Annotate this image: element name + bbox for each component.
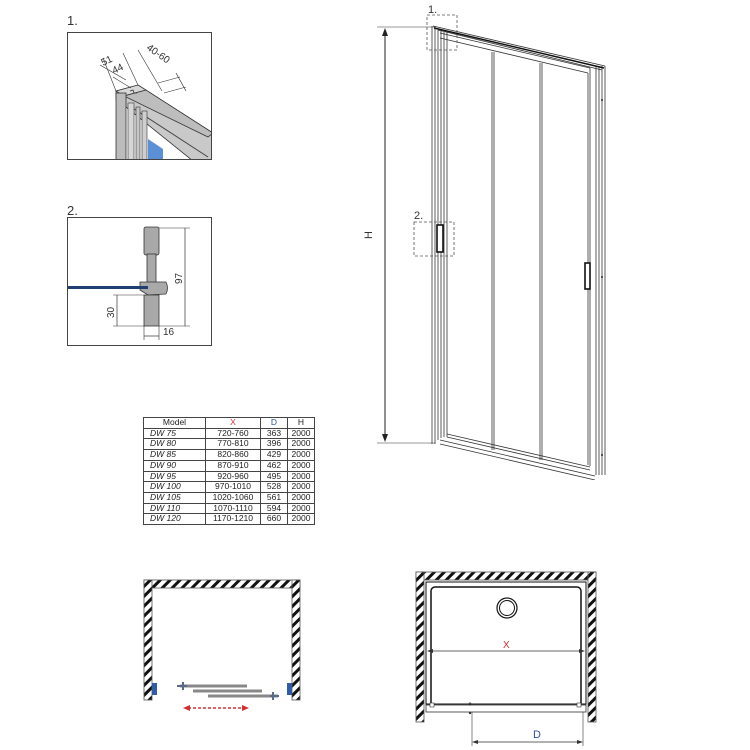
col-model: Model: [143, 417, 206, 429]
detail-2-box: 97 30 16: [67, 217, 212, 346]
callout-1-label: 1.: [428, 4, 437, 16]
dim-51: 51: [100, 54, 115, 69]
left-handle: [436, 224, 444, 253]
col-h: H: [287, 417, 315, 429]
plan-d-label: D: [533, 729, 541, 741]
sliding-schematic-drawing: [143, 579, 301, 711]
detail-2-drawing: 97 30 16: [68, 226, 190, 340]
height-label: H: [363, 231, 375, 239]
callout-2-label: 2.: [414, 210, 423, 222]
detail-1-label: 1.: [67, 13, 78, 28]
elevation-view: H 1. 2.: [363, 4, 606, 480]
tray-plan-view: X D: [375, 560, 750, 750]
dim-44: 44: [111, 62, 126, 77]
elevation-drawing: H 1. 2.: [363, 4, 606, 480]
dim-16: 16: [163, 327, 175, 338]
sliding-schematic: [0, 560, 375, 750]
detail-1-drawing: 51 44 40-60: [100, 42, 211, 159]
col-x: X: [205, 417, 261, 429]
dim-30: 30: [106, 306, 117, 318]
detail-1-box: 51 44 40-60: [67, 32, 212, 160]
col-d: D: [260, 417, 288, 429]
tray-plan-drawing: X D: [415, 571, 597, 746]
table-header-row: Model X D H: [143, 417, 315, 429]
plan-x-label: X: [503, 640, 510, 651]
right-handle: [584, 262, 591, 290]
detail-2-label: 2.: [67, 203, 78, 218]
dim-97: 97: [174, 272, 185, 284]
